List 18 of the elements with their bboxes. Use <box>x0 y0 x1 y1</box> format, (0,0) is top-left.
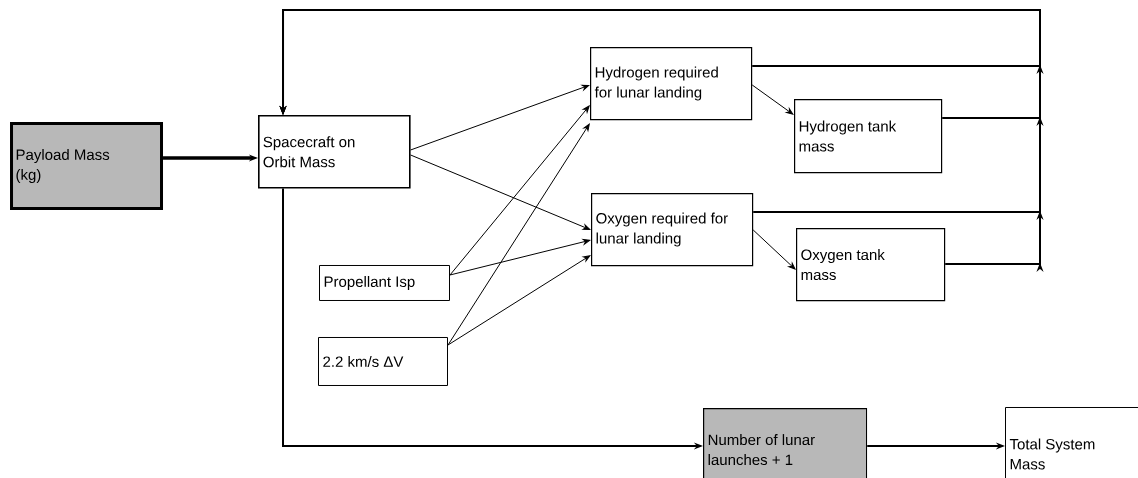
process-box: Total System Mass <box>1005 407 1138 478</box>
process-box: Propellant Isp <box>319 265 450 301</box>
arrow <box>752 229 796 270</box>
process-box: Number of lunar launches + 1 <box>703 408 868 478</box>
arrow <box>410 84 590 151</box>
arrow <box>449 239 591 276</box>
process-box: 2.2 km/s ΔV <box>318 337 448 386</box>
process-box: Oxygen required for lunar landing <box>591 193 754 267</box>
process-box: Hydrogen required for lunar landing <box>590 47 753 121</box>
process-box: Payload Mass (kg) <box>10 122 163 210</box>
arrow <box>447 123 590 346</box>
arrow <box>751 84 794 115</box>
arrow <box>410 154 591 230</box>
process-box: Oxygen tank mass <box>796 228 946 302</box>
process-box: Hydrogen tank mass <box>794 99 943 174</box>
arrow <box>447 255 591 346</box>
arrow <box>449 105 590 276</box>
process-box: Spacecraft on Orbit Mass <box>258 115 411 189</box>
